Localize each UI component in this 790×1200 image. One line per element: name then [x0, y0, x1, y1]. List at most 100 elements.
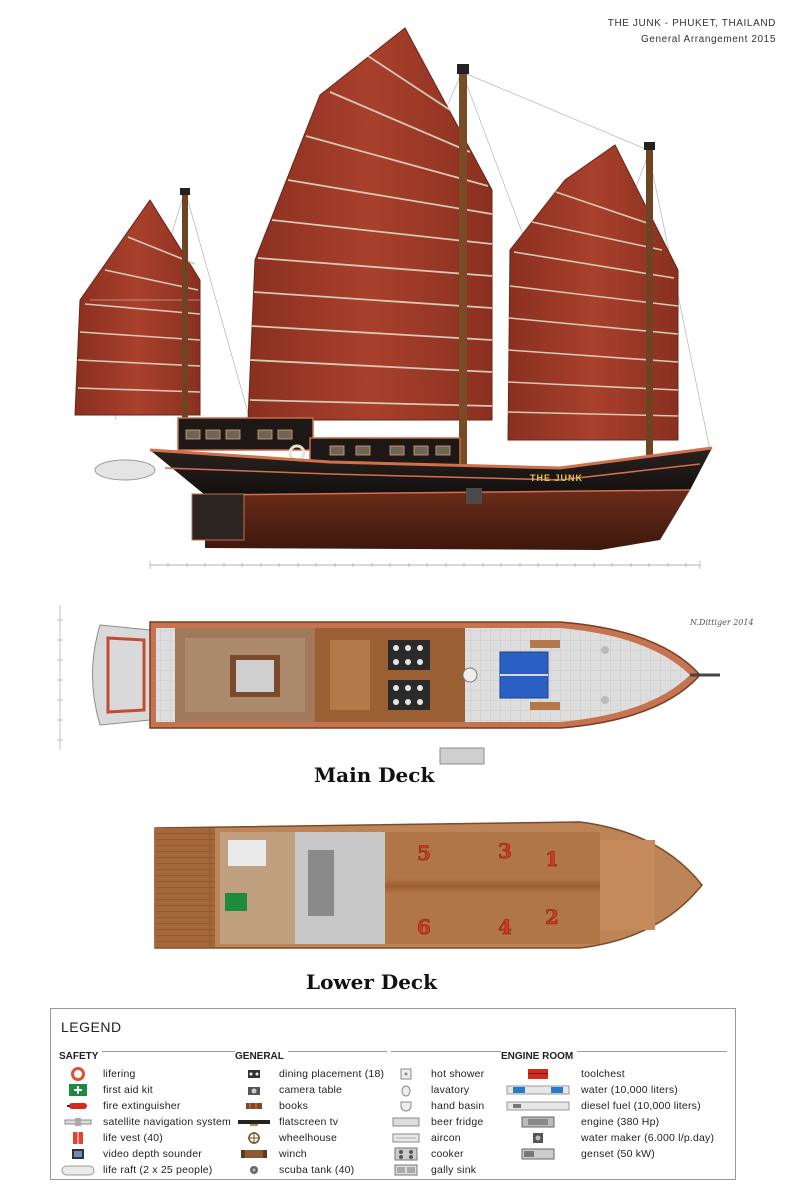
legend-column-general: GENERAL dining placement (18) camera tab… [235, 1046, 384, 1178]
legend-label: cooker [431, 1148, 464, 1160]
lower-deck-title: Lower Deck [306, 970, 437, 994]
legend-item: water (10,000 liters) [501, 1082, 714, 1098]
legend-label: dining placement (18) [279, 1068, 385, 1080]
legend-label: life raft (2 x 25 people) [103, 1164, 213, 1176]
cabin-number-2: 2 [545, 905, 559, 929]
hull-name-label: THE JUNK [530, 473, 583, 483]
legend-item: lavatory [387, 1082, 484, 1098]
camera-icon [248, 1087, 260, 1095]
water-maker-icon [533, 1133, 543, 1143]
legend-label: scuba tank (40) [279, 1164, 355, 1176]
tender-dinghy [94, 459, 156, 481]
depth-sounder-icon [72, 1149, 84, 1159]
legend-label: flatscreen tv [279, 1116, 339, 1128]
legend-label: lavatory [431, 1084, 470, 1096]
legend-column-engine-room: ENGINE ROOM toolchest water (10,000 lite… [501, 1046, 714, 1162]
toolchest-icon [528, 1069, 548, 1079]
designer-signature: N.Dittiger 2014 [689, 618, 754, 627]
cabin-number-6: 6 [417, 915, 431, 939]
legend-label: fire extinguisher [103, 1100, 181, 1112]
legend-label: engine (380 Hp) [581, 1116, 660, 1128]
legend-item: gally sink [387, 1162, 484, 1178]
legend-label: beer fridge [431, 1116, 484, 1128]
legend-item: hand basin [387, 1098, 484, 1114]
fuel-tank-icon [506, 1101, 570, 1111]
legend-heading-general: GENERAL [235, 1051, 288, 1066]
legend-item: camera table [235, 1082, 384, 1098]
legend-item: books [235, 1098, 384, 1114]
legend-title: LEGEND [61, 1019, 122, 1035]
basin-icon [400, 1101, 412, 1112]
legend-item: life vest (40) [59, 1130, 231, 1146]
vertical-scale [57, 605, 63, 750]
water-tank-icon [506, 1085, 570, 1095]
legend-item: cooker [387, 1146, 484, 1162]
legend-item: beer fridge [387, 1114, 484, 1130]
cabin-number-4: 4 [498, 915, 512, 939]
legend-item: lifering [59, 1066, 231, 1082]
legend-item: diesel fuel (10,000 liters) [501, 1098, 714, 1114]
legend-item: flatscreen tv [235, 1114, 384, 1130]
legend-item: winch [235, 1146, 384, 1162]
hull [149, 446, 713, 550]
life-raft-icon [61, 1165, 95, 1176]
main-deck-title: Main Deck [314, 763, 435, 787]
legend-column-fixtures: hot shower lavatory hand basin beer frid… [387, 1046, 484, 1178]
legend-label: hand basin [431, 1100, 485, 1112]
legend-item: dining placement (18) [235, 1066, 384, 1082]
winch-icon [241, 1150, 267, 1158]
scale-bar [149, 561, 701, 569]
legend-item: aircon [387, 1130, 484, 1146]
lower-deck-plan: 1 2 3 4 5 6 [154, 821, 703, 949]
drawing-title: THE JUNK - PHUKET, THAILAND [607, 18, 776, 29]
legend-item: wheelhouse [235, 1130, 384, 1146]
legend-label: camera table [279, 1084, 343, 1096]
main-deck-plan: N.Dittiger 2014 [57, 605, 754, 765]
legend-divider [59, 1051, 727, 1052]
legend-label: toolchest [581, 1068, 625, 1080]
toilet-icon [401, 1085, 411, 1097]
legend-column-safety: SAFETY lifering first aid kit fire extin… [59, 1046, 231, 1178]
legend-label: wheelhouse [279, 1132, 338, 1144]
genset-icon [521, 1148, 555, 1160]
legend-label: water maker (6.000 l/p.day) [581, 1132, 715, 1144]
life-vest-icon [73, 1132, 83, 1144]
engine-icon [521, 1116, 555, 1128]
legend-label: first aid kit [103, 1084, 153, 1096]
aircon-icon [392, 1133, 420, 1143]
legend-label: diesel fuel (10,000 liters) [581, 1100, 701, 1112]
legend-heading-engine-room: ENGINE ROOM [501, 1051, 578, 1066]
cabin-number-1: 1 [545, 847, 559, 871]
legend-label: lifering [103, 1068, 136, 1080]
legend-label: gally sink [431, 1164, 477, 1176]
fridge-icon [392, 1117, 420, 1127]
drawing-subtitle: General Arrangement 2015 [640, 34, 776, 45]
legend-label: genset (50 kW) [581, 1148, 655, 1160]
lifering-icon [71, 1067, 85, 1081]
cabin-number-3: 3 [498, 839, 512, 863]
legend-item: hot shower [387, 1066, 484, 1082]
fire-extinguisher-icon [67, 1103, 87, 1109]
dining-icon [248, 1070, 260, 1078]
legend-item: genset (50 kW) [501, 1146, 714, 1162]
mizzen-sail [74, 199, 201, 416]
main-sail [247, 27, 493, 421]
cabin-numbers: 1 2 3 4 5 6 [417, 839, 559, 940]
legend-item: scuba tank (40) [235, 1162, 384, 1178]
shower-icon [400, 1068, 412, 1080]
stern-tender [92, 624, 151, 726]
scuba-tank-icon [250, 1166, 258, 1174]
side-elevation: THE JUNK [74, 27, 713, 569]
legend-heading-fixtures [387, 1046, 391, 1061]
legend-label: winch [279, 1148, 307, 1160]
masts [180, 64, 655, 468]
general-arrangement-drawing: THE JUNK [57, 27, 754, 949]
legend-item: toolchest [501, 1066, 714, 1082]
legend-label: water (10,000 liters) [581, 1084, 678, 1096]
legend-item: water maker (6.000 l/p.day) [501, 1130, 714, 1146]
wheelhouse-icon [248, 1132, 260, 1144]
legend-item: fire extinguisher [59, 1098, 231, 1114]
sink-icon [394, 1164, 418, 1176]
first-aid-icon [69, 1084, 87, 1096]
cabin-number-5: 5 [417, 841, 431, 865]
